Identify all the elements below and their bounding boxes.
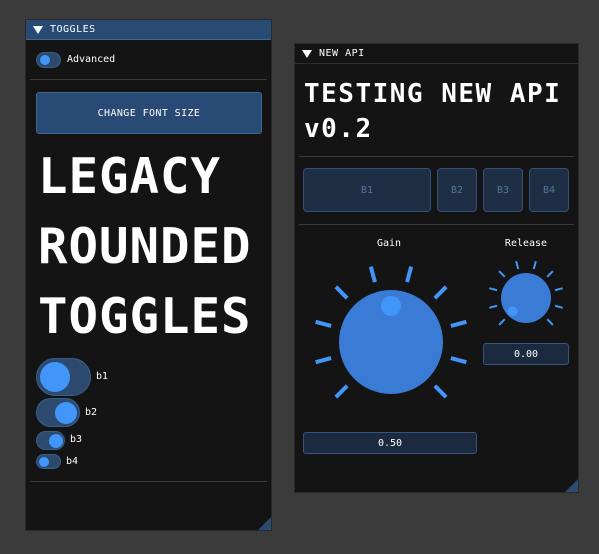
knob-tick <box>498 318 506 326</box>
collapse-triangle-icon[interactable] <box>302 49 312 58</box>
release-value-field[interactable]: 0.00 <box>483 343 569 365</box>
b1-label: b1 <box>96 371 109 382</box>
advanced-toggle[interactable] <box>36 52 61 68</box>
new-api-window: NEW API TESTING NEW API v0.2 B1 B2 B3 B4… <box>294 43 579 493</box>
big-text-line-1: LEGACY <box>38 148 222 205</box>
toggle-knob-icon <box>39 457 49 467</box>
knob-tick <box>532 261 537 270</box>
release-label: Release <box>504 238 548 249</box>
b4-label: b4 <box>66 456 79 467</box>
knob-tick <box>433 285 448 300</box>
knob-tick <box>554 287 563 292</box>
knob-tick <box>546 318 554 326</box>
toggle-knob-icon <box>40 55 50 65</box>
divider <box>30 481 267 482</box>
b1-button[interactable]: B1 <box>303 168 431 212</box>
knob-tick <box>450 319 467 328</box>
heading-line-1: TESTING NEW API <box>304 79 562 109</box>
knob-tick <box>489 304 498 309</box>
change-font-size-button[interactable]: CHANGE FONT SIZE <box>36 92 262 134</box>
b2-label: b2 <box>85 407 98 418</box>
knob-tick <box>334 285 349 300</box>
knob-tick <box>315 356 332 365</box>
toggles-window-title: TOGGLES <box>50 24 96 35</box>
gain-knob[interactable] <box>295 44 580 494</box>
gain-value-field[interactable]: 0.50 <box>303 432 477 454</box>
big-text-line-2: ROUNDED <box>38 218 252 275</box>
b3-label: b3 <box>70 434 83 445</box>
toggle-knob-icon <box>49 434 63 448</box>
toggles-window: TOGGLES Advanced CHANGE FONT SIZE LEGACY… <box>25 19 272 531</box>
toggle-knob-icon <box>55 402 77 424</box>
knob-indicator-dot <box>507 306 518 317</box>
b4-button[interactable]: B4 <box>529 168 569 212</box>
divider <box>30 79 267 80</box>
toggle-knob-icon <box>40 362 70 392</box>
big-text-line-3: TOGGLES <box>38 288 252 345</box>
knob-tick <box>334 384 349 399</box>
b3-button[interactable]: B3 <box>483 168 523 212</box>
knob-tick <box>433 384 448 399</box>
knob-tick <box>498 270 506 278</box>
knob-body[interactable] <box>501 273 551 323</box>
knob-tick <box>554 304 563 309</box>
resize-grip-icon[interactable] <box>565 479 578 492</box>
b1-toggle[interactable] <box>36 358 91 396</box>
knob-tick <box>546 270 554 278</box>
b2-button[interactable]: B2 <box>437 168 477 212</box>
new-api-window-titlebar[interactable]: NEW API <box>295 44 578 64</box>
toggles-window-titlebar[interactable]: TOGGLES <box>26 20 271 40</box>
knob-tick <box>515 261 520 270</box>
resize-grip-icon[interactable] <box>258 517 271 530</box>
gain-label: Gain <box>376 238 402 249</box>
knob-body[interactable] <box>339 290 443 394</box>
b2-toggle[interactable] <box>36 398 80 427</box>
knob-tick <box>368 266 377 283</box>
collapse-triangle-icon[interactable] <box>33 25 43 34</box>
b4-toggle[interactable] <box>36 454 61 469</box>
knob-tick <box>405 266 414 283</box>
divider <box>299 224 574 225</box>
release-knob[interactable] <box>295 44 580 494</box>
knob-tick <box>315 319 332 328</box>
b3-toggle[interactable] <box>36 431 65 450</box>
knob-indicator-dot <box>381 296 401 316</box>
divider <box>299 156 574 157</box>
knob-tick <box>489 287 498 292</box>
heading-line-2: v0.2 <box>304 114 373 144</box>
new-api-window-title: NEW API <box>319 48 365 59</box>
knob-tick <box>450 356 467 365</box>
advanced-label: Advanced <box>67 54 116 65</box>
